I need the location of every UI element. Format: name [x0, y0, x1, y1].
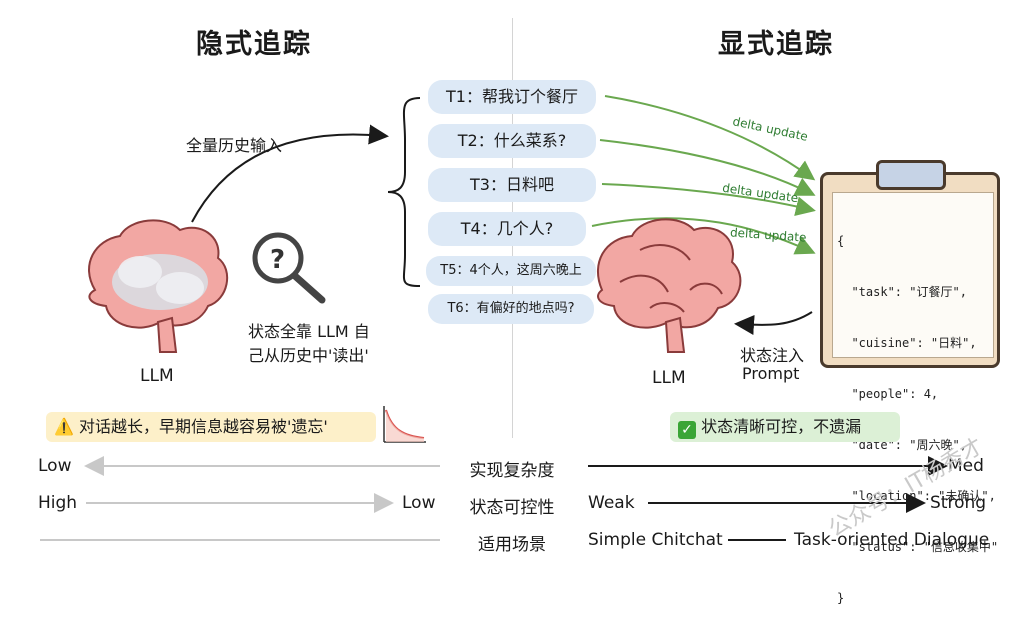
state-line: "task": "订餐厅",: [837, 285, 967, 299]
state-line: {: [837, 234, 845, 248]
right-brain-icon: [597, 218, 742, 353]
delta-arrow-4: [591, 217, 816, 255]
turn-bubble: T5：4个人，这周六晚上: [426, 256, 596, 286]
warning-text: 对话越长，早期信息越容易被'遗忘': [79, 417, 328, 436]
row3-center-label: 适用场景: [478, 535, 546, 555]
row3-right-end: Task-oriented Dialogue: [794, 530, 990, 550]
decay-chart-icon: [383, 406, 426, 443]
state-line: "people": 4,: [837, 387, 939, 401]
row2-right-end: Strong: [930, 493, 987, 513]
row1-left-label: Low: [38, 456, 72, 476]
left-llm-label: LLM: [140, 366, 174, 386]
delta-arrow-1: [604, 95, 816, 181]
svg-text:?: ?: [270, 245, 285, 275]
diagram-graphics: ?: [40, 95, 948, 541]
magnifier-question-icon: ?: [252, 232, 326, 304]
explicit-title: 显式追踪: [718, 29, 834, 60]
state-paper: { "task": "订餐厅", "cuisine": "日料", "peopl…: [832, 192, 998, 605]
turn-bubble: T1：帮我订个餐厅: [428, 80, 596, 114]
delta-arrow-3: [601, 183, 816, 217]
warning-icon: ⚠️: [54, 417, 74, 436]
brace: [387, 97, 421, 287]
row2-right-label: Weak: [588, 493, 635, 513]
row2-center-label: 状态可控性: [469, 498, 555, 518]
turn-bubble: T6：有偏好的地点吗?: [428, 294, 594, 324]
turn-bubble: T3：日料吧: [428, 168, 596, 202]
ok-text: 状态清晰可控，不遗漏: [701, 417, 862, 436]
row2-left-end: Low: [402, 493, 436, 513]
state-line: }: [837, 591, 845, 605]
check-icon: ✓: [678, 421, 696, 439]
row2-left-label: High: [38, 493, 78, 513]
implicit-title: 隐式追踪: [196, 29, 312, 60]
ok-banner: ✓ 状态清晰可控，不遗漏: [670, 412, 900, 442]
inject-line-1: 状态注入: [740, 346, 805, 365]
clipboard-clasp-icon: [876, 160, 946, 190]
row3-right-label: Simple Chitchat: [588, 530, 723, 550]
note-line-2: 己从历史中'读出': [248, 346, 369, 365]
history-arrow: [191, 124, 389, 223]
state-line: "cuisine": "日料",: [837, 336, 977, 350]
row1-center-label: 实现复杂度: [469, 461, 555, 481]
delta-arrow-2: [599, 139, 816, 196]
inject-arrow: [734, 311, 813, 335]
inject-line-2: Prompt: [742, 364, 800, 383]
state-line: "status": "信息收集中": [837, 540, 999, 554]
note-line-1: 状态全靠 LLM 自: [248, 322, 370, 341]
turn-bubble: T4：几个人?: [428, 212, 586, 246]
turn-bubble: T2：什么菜系?: [428, 124, 596, 158]
state-line: "location": "未确认",: [837, 489, 996, 503]
left-brain-icon: [88, 219, 228, 353]
row1-right-end: Med: [948, 456, 984, 476]
warning-banner: ⚠️ 对话越长，早期信息越容易被'遗忘': [46, 412, 376, 442]
right-llm-label: LLM: [652, 368, 686, 388]
history-label: 全量历史输入: [186, 136, 283, 155]
